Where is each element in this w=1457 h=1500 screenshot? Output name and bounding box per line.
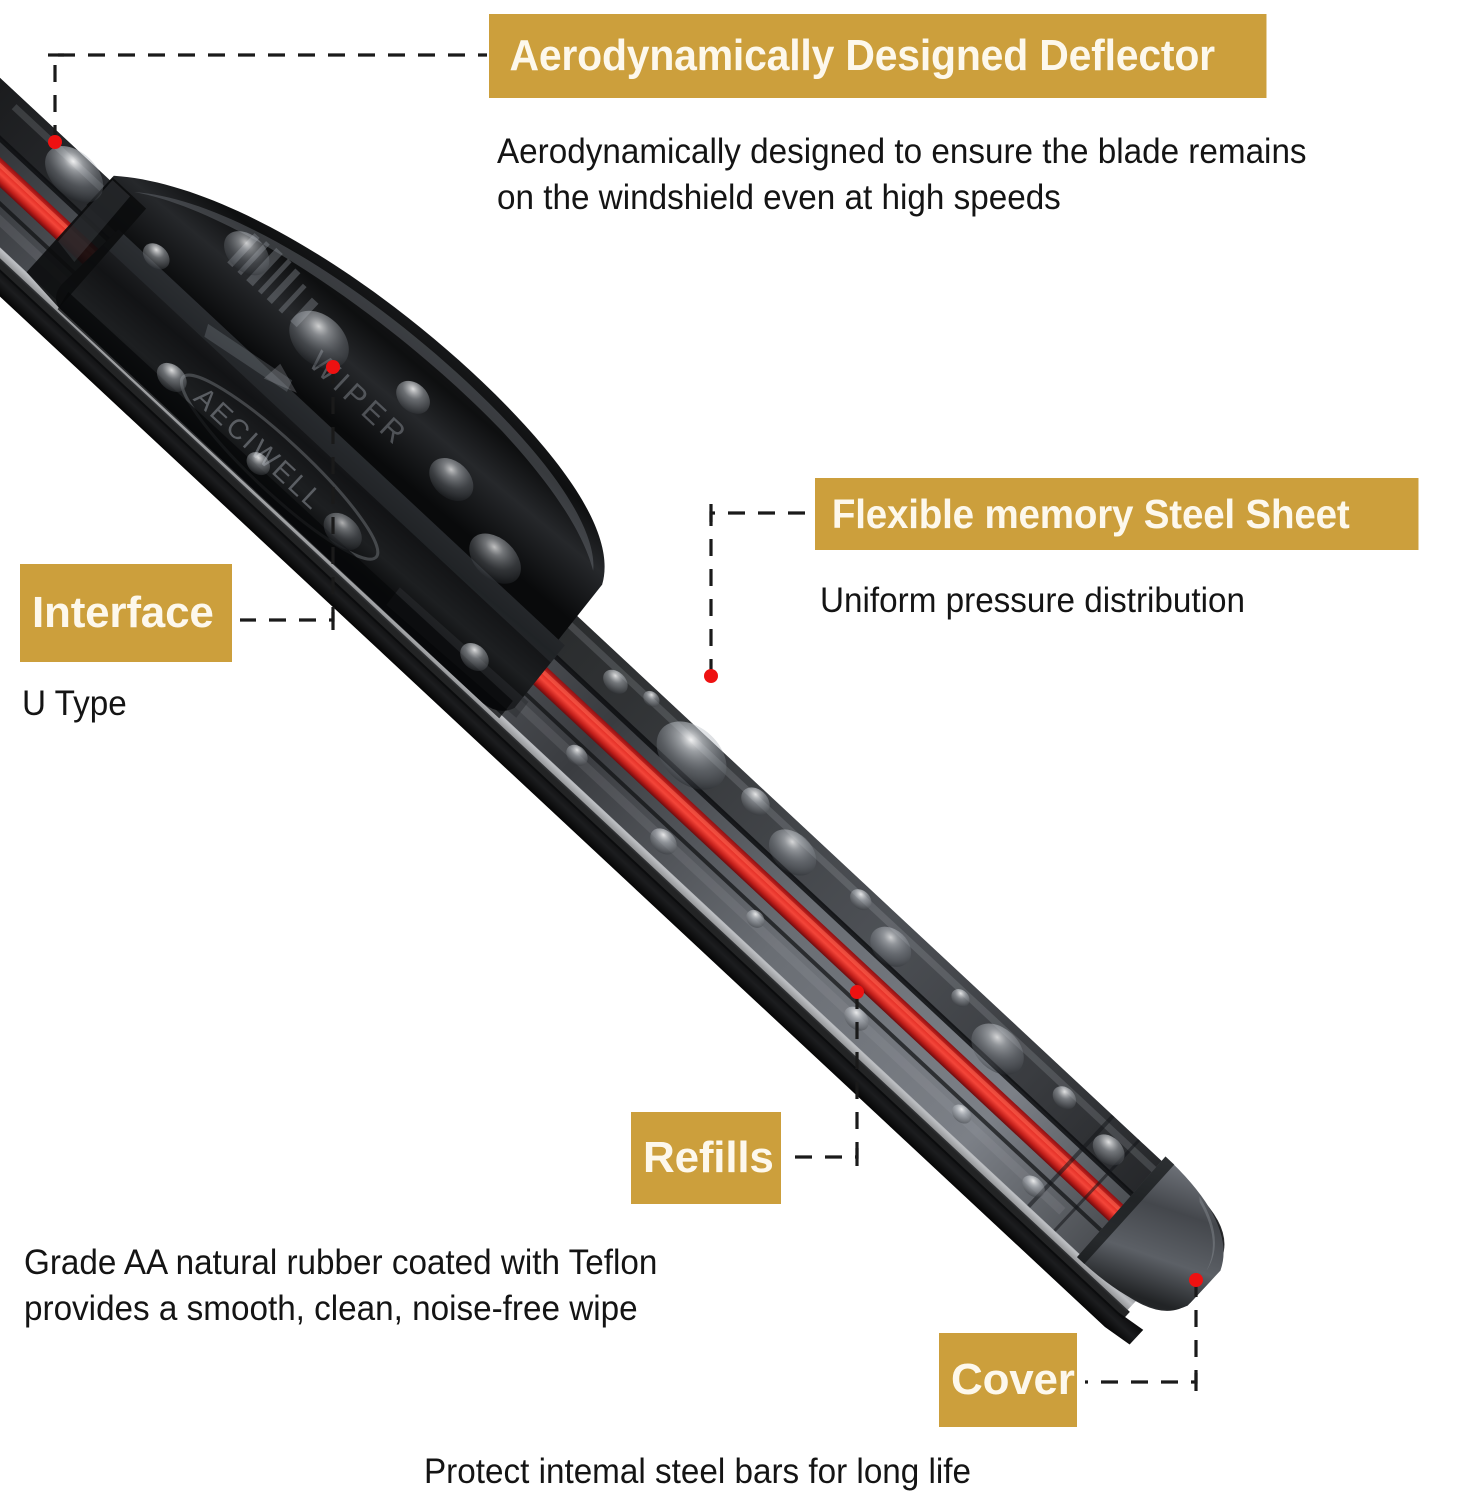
brand-emboss: AECIWELL xyxy=(179,373,380,561)
callout-label-deflector: Aerodynamically Designed Deflector xyxy=(489,14,1267,98)
callout-label-refills: Refills xyxy=(631,1112,781,1204)
callout-description-interface: U Type xyxy=(22,684,127,723)
callout-description-refills: Grade AA natural rubber coated with Tefl… xyxy=(24,1243,658,1328)
leader-interface xyxy=(240,367,335,622)
leader-cover xyxy=(1085,1280,1198,1384)
wiper-emboss-text: WIPER xyxy=(302,345,415,453)
leader-deflector xyxy=(53,53,487,142)
callout-description-deflector: Aerodynamically designed to ensure the b… xyxy=(497,132,1307,217)
callout-label-cover: Cover xyxy=(939,1333,1077,1427)
callout-description-cover: Protect intemal steel bars for long life xyxy=(424,1452,972,1491)
leader-steel xyxy=(709,511,812,676)
callout-label-interface: Interface xyxy=(20,564,232,662)
rubber-squeegee xyxy=(0,180,1144,1345)
svg-text:AECIWELL: AECIWELL xyxy=(188,381,330,517)
leader-refills xyxy=(789,992,859,1159)
blade-end-cover xyxy=(1077,1156,1224,1310)
callout-description-steel-sheet: Uniform pressure distribution xyxy=(820,581,1246,620)
callout-label-steel-sheet: Flexible memory Steel Sheet xyxy=(815,478,1419,550)
